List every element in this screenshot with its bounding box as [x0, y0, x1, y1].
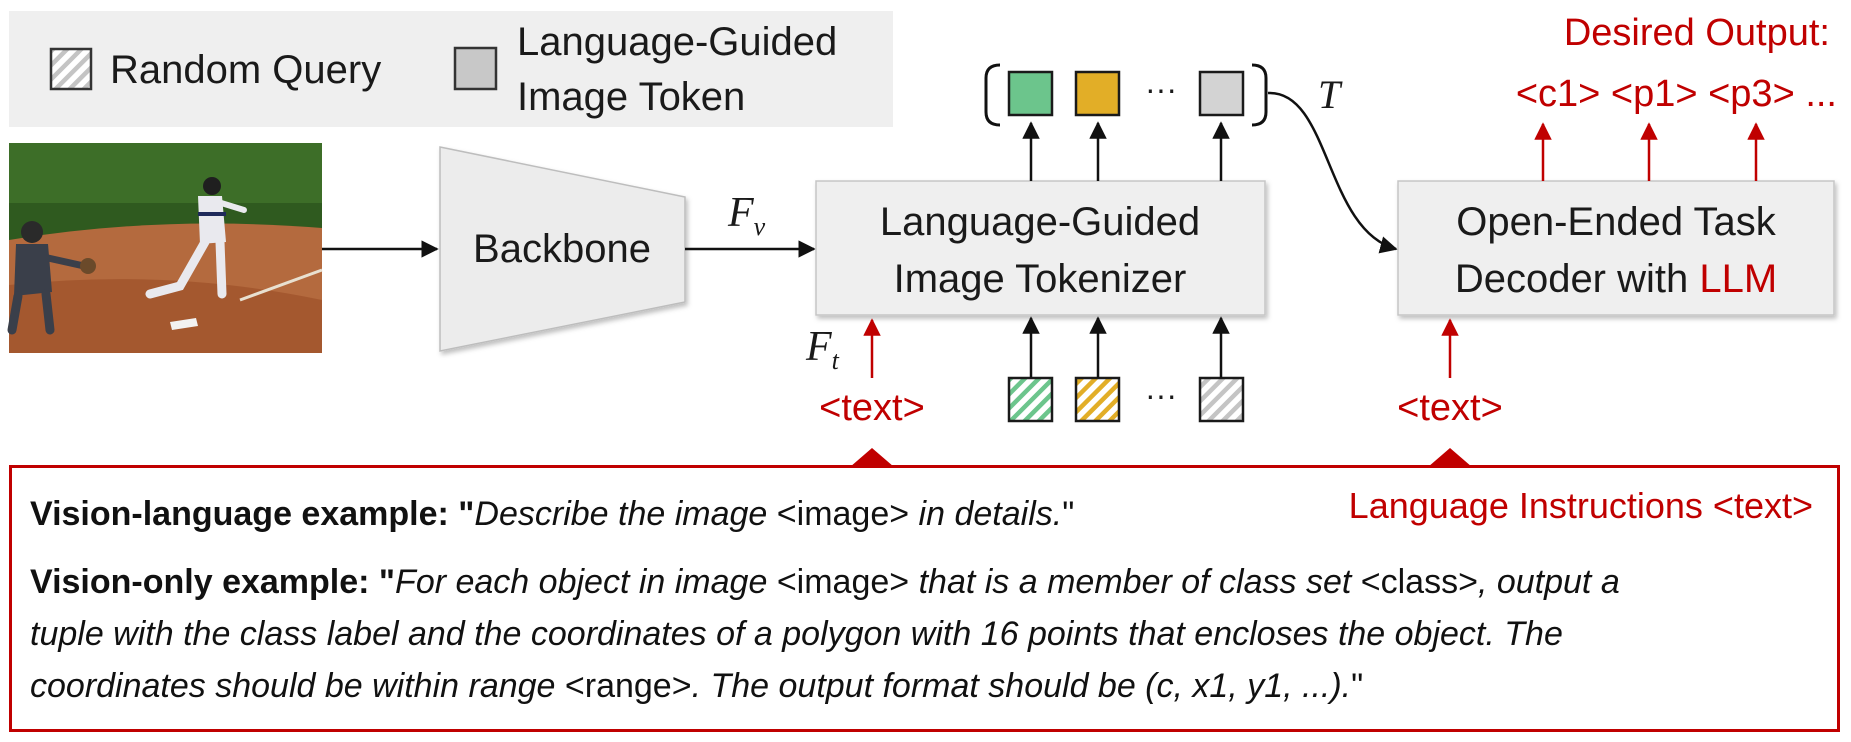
decoder-block [1397, 180, 1835, 316]
arrow-tokens-to-decoder [1267, 91, 1398, 254]
left-bracket [984, 63, 1001, 127]
catcher-figure [7, 221, 96, 335]
output-token-yellow [1074, 70, 1121, 117]
output-token-group: ··· [984, 63, 1268, 127]
output-token-gray [1198, 70, 1245, 117]
legend-background [9, 11, 893, 127]
lg-image-token-swatch [453, 46, 498, 91]
tokenizer-label-line2: Image Tokenizer [894, 257, 1187, 301]
desired-output-title: Desired Output: [1564, 12, 1830, 54]
legend: Random Query Language-Guided Image Token [9, 11, 893, 127]
legend-lg-token-line1: Language-Guided [517, 20, 837, 64]
pointer-to-tokenizer-text [850, 448, 894, 467]
language-instructions-label: Language Instructions <text> [1348, 485, 1813, 526]
legend-lg-token-line2: Image Token [517, 75, 745, 119]
output-token-ellipsis: ··· [1145, 71, 1177, 107]
random-query-token-group: ··· [1007, 376, 1245, 423]
tokenizer-text-input: <text> [819, 387, 925, 429]
t-symbol: T [1318, 72, 1343, 117]
ft-symbol: Ft [805, 324, 840, 375]
fv-symbol: Fv [727, 190, 766, 241]
desired-output-sequence: <c1> <p1> <p3> ... [1516, 73, 1837, 115]
batter-figure [145, 177, 247, 299]
decoder-label-line2: Decoder with LLM [1455, 257, 1777, 301]
decoder-text-input: <text> [1397, 387, 1503, 429]
backbone-block [439, 146, 686, 352]
query-token-ellipsis: ··· [1145, 377, 1177, 413]
legend-random-query: Random Query [110, 48, 381, 92]
input-image [7, 143, 323, 353]
query-token-gray [1198, 376, 1245, 423]
random-query-swatch [49, 47, 93, 91]
output-token-green [1007, 70, 1054, 117]
vision-only-example-line3: coordinates should be within range <rang… [30, 667, 1364, 705]
tokenizer-label-line1: Language-Guided [880, 200, 1200, 244]
decoder-label-line1: Open-Ended Task [1456, 200, 1776, 244]
query-token-green [1007, 376, 1054, 423]
language-instruction-examples: Language Instructions <text> Vision-lang… [9, 465, 1840, 732]
backbone-label: Backbone [473, 227, 651, 271]
pointer-to-decoder-text [1428, 448, 1472, 467]
tokenizer-block [815, 180, 1266, 316]
right-bracket [1251, 63, 1268, 127]
vision-only-example: Vision-only example: "For each object in… [30, 563, 1620, 601]
query-token-yellow [1074, 376, 1121, 423]
vision-only-example-line2: tuple with the class label and the coord… [30, 615, 1563, 653]
vision-language-example: Vision-language example: "Describe the i… [30, 495, 1075, 533]
